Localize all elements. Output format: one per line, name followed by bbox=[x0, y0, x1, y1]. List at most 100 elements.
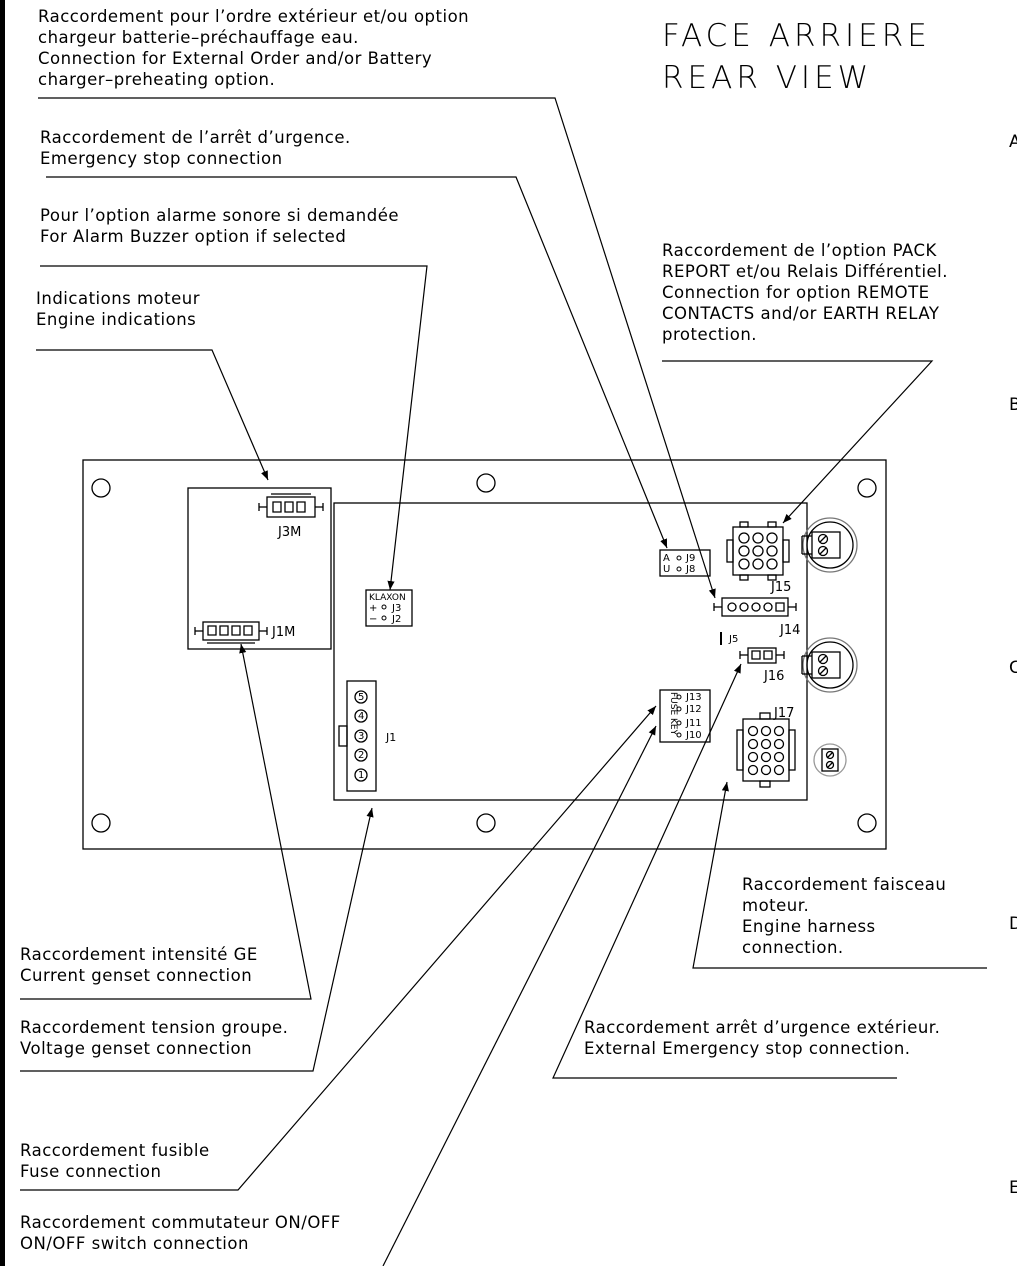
j1m-connector bbox=[194, 621, 268, 644]
j1-pin-5: 5 bbox=[358, 692, 364, 703]
leader-current-genset bbox=[20, 643, 312, 1000]
callout-line: Indications moteur bbox=[36, 289, 201, 308]
edge-letter-b: B bbox=[1009, 395, 1017, 415]
callout-line: Connection for External Order and/or Bat… bbox=[38, 49, 433, 68]
j9-j8-block bbox=[659, 549, 711, 577]
callout-line: Connection for option REMOTE bbox=[662, 283, 930, 302]
leader-emergency-stop bbox=[46, 176, 668, 549]
sheet-border bbox=[0, 0, 5, 1266]
callout-line: Emergency stop connection bbox=[40, 149, 283, 168]
klaxon-block bbox=[365, 589, 413, 627]
callout-line: External Emergency stop connection. bbox=[584, 1039, 911, 1058]
klaxon-plus: + bbox=[369, 603, 377, 614]
j9-label: J9 bbox=[685, 553, 695, 564]
callout-line: chargeur batterie–préchauffage eau. bbox=[38, 28, 359, 47]
callout-line: Raccordement pour l’ordre extérieur et/o… bbox=[38, 7, 470, 26]
callout-external-emergency: Raccordement arrêt d’urgence extérieur. … bbox=[584, 1017, 940, 1059]
callout-line: Raccordement de l’option PACK bbox=[662, 241, 937, 260]
j3m-connector bbox=[258, 493, 324, 518]
callout-line: charger–preheating option. bbox=[38, 70, 276, 89]
callout-on-off: Raccordement commutateur ON/OFF ON/OFF s… bbox=[20, 1212, 341, 1254]
callout-line: moteur. bbox=[742, 896, 810, 915]
callout-voltage-genset: Raccordement tension groupe. Voltage gen… bbox=[20, 1017, 288, 1059]
j8-label: J8 bbox=[685, 564, 695, 575]
leader-engine-harness bbox=[692, 781, 987, 969]
callout-line: For Alarm Buzzer option if selected bbox=[40, 227, 347, 246]
engine-indication-board bbox=[187, 487, 332, 650]
leader-engine-indications bbox=[36, 349, 269, 481]
callout-pack-report: Raccordement de l’option PACK REPORT et/… bbox=[662, 240, 948, 345]
callout-external-order: Raccordement pour l’ordre extérieur et/o… bbox=[38, 6, 469, 90]
leader-lines bbox=[20, 97, 987, 1266]
callout-line: connection. bbox=[742, 938, 844, 957]
callout-engine-harness: Raccordement faisceau moteur. Engine har… bbox=[742, 874, 946, 958]
callout-line: Raccordement tension groupe. bbox=[20, 1018, 289, 1037]
klaxon-label: KLAXON bbox=[369, 593, 406, 603]
main-board bbox=[333, 502, 808, 801]
j1m-label: J1M bbox=[271, 625, 295, 640]
leader-external-emergency bbox=[552, 663, 897, 1079]
fuse-key-block bbox=[659, 689, 711, 743]
callout-line: Raccordement faisceau bbox=[742, 875, 947, 894]
callout-line: Current genset connection bbox=[20, 966, 253, 985]
title-fr: FACE ARRIERE bbox=[662, 18, 931, 54]
j16-connector bbox=[739, 647, 785, 664]
edge-letter-c: C bbox=[1009, 658, 1017, 678]
j8-mark: U bbox=[663, 564, 670, 575]
j1-pin-2: 2 bbox=[358, 750, 364, 761]
j15-connector bbox=[726, 521, 790, 581]
callout-line: protection. bbox=[662, 325, 758, 344]
callout-line: Pour l’option alarme sonore si demandée bbox=[40, 206, 399, 225]
callout-current-genset: Raccordement intensité GE Current genset… bbox=[20, 944, 258, 986]
callout-line: REPORT et/ou Relais Différentiel. bbox=[662, 262, 949, 281]
j1-label: J1 bbox=[385, 731, 396, 744]
board-plate bbox=[82, 459, 887, 850]
edge-letter-a: A bbox=[1009, 132, 1017, 152]
j12-label: J12 bbox=[685, 704, 702, 715]
j1-pin-4: 4 bbox=[358, 711, 364, 722]
callout-line: Raccordement de l’arrêt d’urgence. bbox=[40, 128, 351, 147]
callout-emergency-stop: Raccordement de l’arrêt d’urgence. Emerg… bbox=[40, 127, 351, 169]
callout-line: Raccordement fusible bbox=[20, 1141, 210, 1160]
j17-connector bbox=[736, 712, 796, 788]
j14-label: J14 bbox=[779, 623, 800, 638]
j1-pin-3: 3 bbox=[358, 731, 364, 742]
j17-label: J17 bbox=[773, 706, 794, 721]
callout-line: CONTACTS and/or EARTH RELAY bbox=[662, 304, 940, 323]
edge-letter-e: E bbox=[1009, 1178, 1017, 1198]
j1-pin-1: 1 bbox=[358, 770, 364, 781]
terminal-small bbox=[813, 743, 847, 777]
j3-label: J3 bbox=[391, 603, 401, 614]
key-mark: KEY bbox=[668, 718, 678, 736]
callout-line: Raccordement intensité GE bbox=[20, 945, 258, 964]
title-en: REAR VIEW bbox=[662, 60, 873, 96]
klaxon-minus: − bbox=[369, 614, 377, 625]
j5-label: J5 bbox=[728, 634, 738, 645]
j1-connector bbox=[338, 680, 377, 792]
terminal-lower bbox=[801, 637, 858, 693]
j14-connector bbox=[713, 597, 797, 617]
j2-label: J2 bbox=[391, 614, 401, 625]
leader-external-order bbox=[38, 97, 716, 599]
j15-label: J15 bbox=[770, 580, 791, 595]
callout-engine-indications: Indications moteur Engine indications bbox=[36, 288, 200, 330]
edge-letter-d: D bbox=[1009, 914, 1017, 934]
leader-fuse bbox=[20, 705, 657, 1191]
callout-line: Raccordement arrêt d’urgence extérieur. bbox=[584, 1018, 941, 1037]
callout-line: Raccordement commutateur ON/OFF bbox=[20, 1213, 341, 1232]
leader-pack-report bbox=[662, 360, 934, 524]
callout-line: Engine indications bbox=[36, 310, 197, 329]
callout-line: Engine harness bbox=[742, 917, 876, 936]
callout-line: Voltage genset connection bbox=[20, 1039, 253, 1058]
j16-label: J16 bbox=[763, 669, 784, 684]
leader-alarm-buzzer bbox=[40, 265, 428, 591]
j9-mark: A bbox=[663, 553, 670, 564]
j13-label: J13 bbox=[685, 692, 702, 703]
leader-voltage-genset bbox=[20, 807, 374, 1072]
j11-label: J11 bbox=[685, 718, 702, 729]
callout-line: ON/OFF switch connection bbox=[20, 1234, 249, 1253]
callout-alarm-buzzer: Pour l’option alarme sonore si demandée … bbox=[40, 205, 399, 247]
terminal-upper bbox=[801, 517, 858, 573]
